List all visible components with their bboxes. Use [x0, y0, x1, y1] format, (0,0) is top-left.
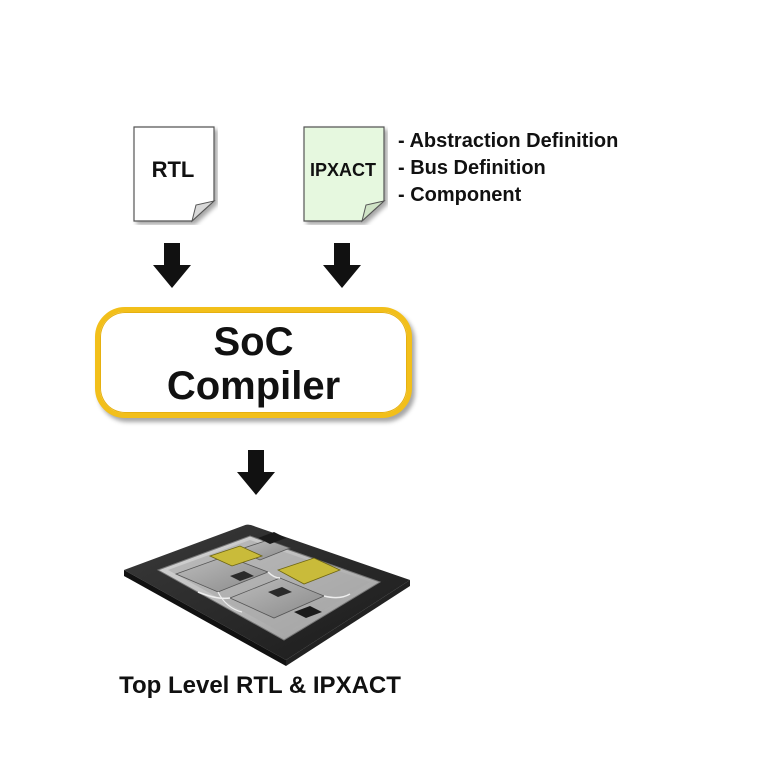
rtl-label: RTL [151, 157, 195, 182]
ipxact-item-component: - Component [398, 184, 522, 206]
rtl-document-icon [133, 126, 216, 223]
ipxact-item-bus-definition: - Bus Definition [398, 157, 546, 179]
output-caption: Top Level RTL & IPXACT [119, 672, 401, 699]
ipxact-down-arrow-icon [323, 243, 361, 288]
soc-compiler-box: SoC Compiler [95, 307, 412, 418]
rtl-down-arrow-icon [153, 243, 191, 288]
chip-package-icon [124, 519, 410, 666]
ipxact-document-icon [303, 126, 386, 223]
compiler-title-line1: SoC [213, 320, 294, 364]
compiler-title-line2: Compiler [166, 364, 341, 408]
ipxact-item-abstraction-definition: - Abstraction Definition [398, 130, 619, 152]
ipxact-label: IPXACT [309, 160, 376, 180]
compiler-down-arrow-icon [237, 450, 275, 495]
